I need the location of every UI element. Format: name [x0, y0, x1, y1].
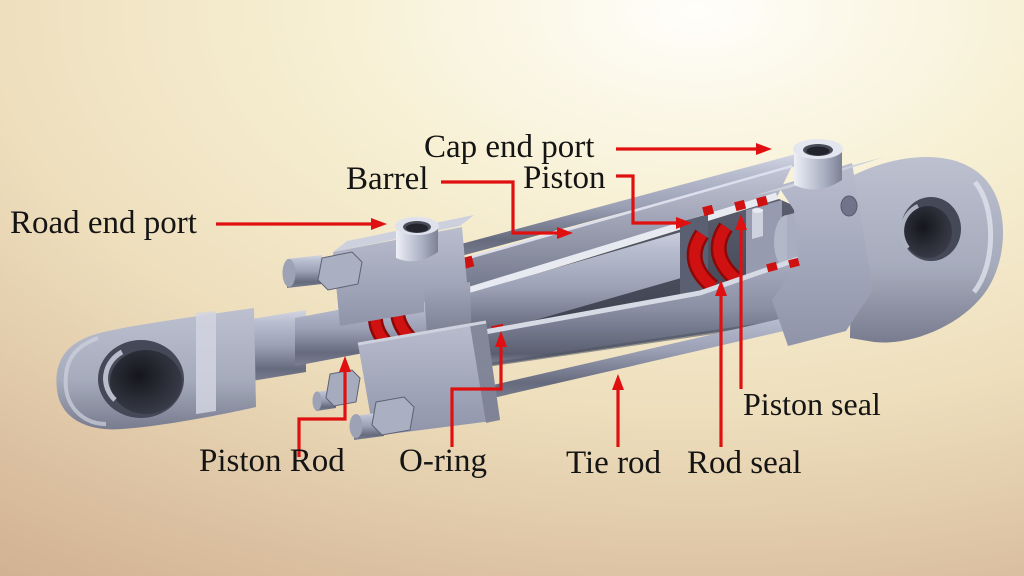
label-cap-end-port: Cap end port	[424, 129, 594, 165]
leader-barrel	[441, 180, 561, 235]
cap-end-head	[753, 139, 884, 346]
label-piston-seal: Piston seal	[743, 386, 881, 422]
label-tie-rod: Tie rod	[566, 445, 662, 481]
barrel	[439, 164, 793, 300]
cylinder-illustration	[56, 139, 1004, 440]
leader-lines	[216, 147, 760, 457]
leader-arrowheads	[339, 143, 772, 390]
rod-end-port	[395, 217, 439, 262]
piston-rod-internal	[424, 226, 702, 352]
label-barrel: Barrel	[346, 161, 428, 197]
piston-seal-rings	[686, 222, 743, 294]
tie-rod-bottom	[480, 300, 862, 401]
label-piston-rod: Piston Rod	[199, 443, 345, 479]
label-piston: Piston	[523, 160, 606, 196]
cap-clevis	[850, 157, 1004, 343]
cap-seal-cross-sections	[766, 257, 800, 273]
labels: Road end port Cap end port Barrel Piston…	[10, 129, 881, 481]
label-rod-seal: Rod seal	[687, 445, 802, 481]
label-road-end-port: Road end port	[10, 205, 197, 241]
leader-piston	[616, 174, 680, 225]
leader-o-ring	[450, 343, 503, 447]
rod-clevis	[56, 308, 256, 430]
label-o-ring: O-ring	[399, 443, 487, 479]
leader-piston-rod	[297, 368, 347, 457]
rod-end-head	[282, 215, 500, 440]
cap-end-port	[793, 139, 843, 190]
